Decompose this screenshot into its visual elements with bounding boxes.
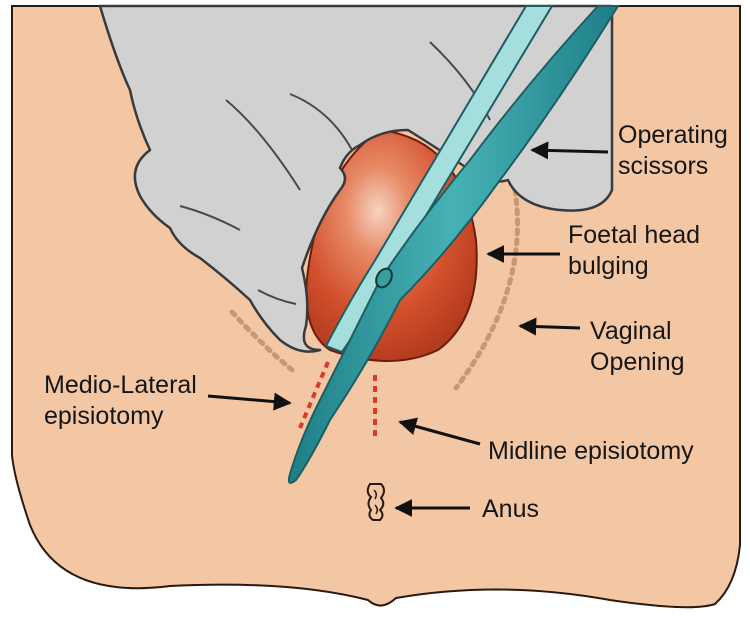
label-operating-scissors-line1: Operating xyxy=(618,120,728,151)
label-vaginal-opening-line1: Vaginal xyxy=(590,316,685,347)
label-vaginal-opening-line2: Opening xyxy=(590,347,685,378)
label-medio-lateral-line2: episiotomy xyxy=(44,401,197,432)
anus-mark xyxy=(368,484,384,520)
label-vaginal-opening: Vaginal Opening xyxy=(590,316,685,378)
label-medio-lateral: Medio-Lateral episiotomy xyxy=(44,370,197,432)
label-medio-lateral-line1: Medio-Lateral xyxy=(44,370,197,401)
label-midline-episiotomy: Midline episiotomy xyxy=(488,436,694,467)
label-operating-scissors: Operating scissors xyxy=(618,120,728,182)
arrow-operating-scissors xyxy=(532,150,608,152)
label-anus-text: Anus xyxy=(482,494,539,525)
label-anus: Anus xyxy=(482,494,539,525)
arrow-vaginal-opening xyxy=(520,326,580,328)
label-foetal-head-line1: Foetal head xyxy=(568,220,700,251)
label-foetal-head-line2: bulging xyxy=(568,251,700,282)
label-midline-episiotomy-text: Midline episiotomy xyxy=(488,436,694,467)
label-operating-scissors-line2: scissors xyxy=(618,151,728,182)
label-foetal-head: Foetal head bulging xyxy=(568,220,700,282)
